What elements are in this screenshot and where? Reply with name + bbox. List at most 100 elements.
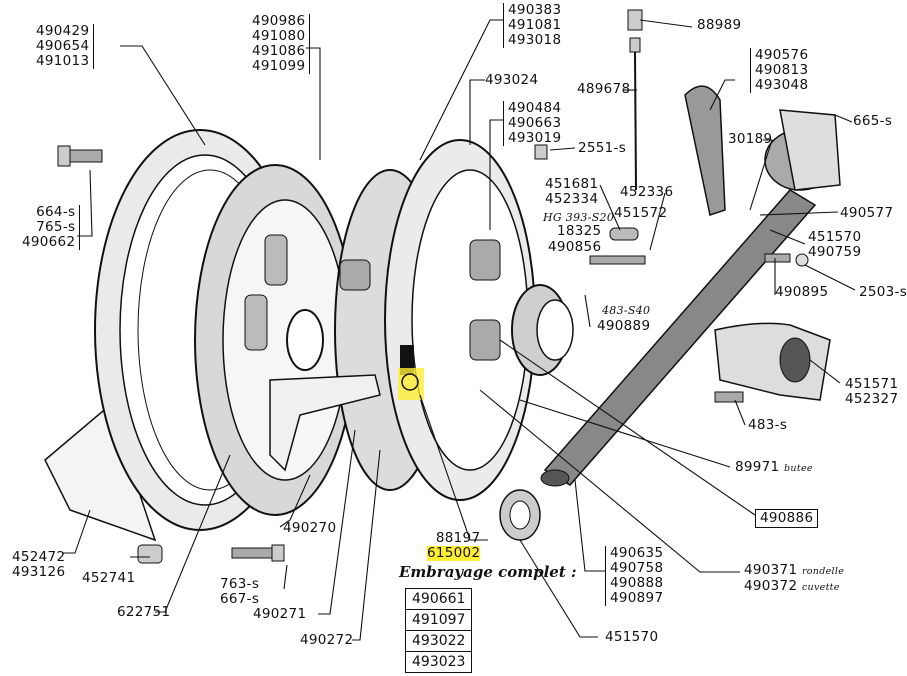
part-number: 491013 bbox=[36, 53, 90, 69]
part-number: 491080 bbox=[252, 28, 306, 44]
part-number: 452472 bbox=[12, 549, 66, 565]
part-number-490856: 490856 bbox=[548, 239, 602, 255]
part-note: butee bbox=[784, 463, 813, 474]
part-number-2551-s: 2551-s bbox=[578, 140, 627, 156]
part-number-490272: 490272 bbox=[300, 632, 354, 648]
part-row: 490371 rondelle bbox=[744, 563, 844, 579]
part-number-88989: 88989 bbox=[697, 17, 742, 33]
part-number-89971: 89971 butee bbox=[735, 460, 813, 476]
callout-flywheel-cover: 490429 490654 491013 bbox=[36, 23, 95, 69]
part-number: 451570 bbox=[808, 229, 862, 245]
part-number-490577: 490577 bbox=[840, 205, 894, 221]
part-number-490270: 490270 bbox=[283, 520, 337, 536]
part-number-451570-bush: 451570 bbox=[605, 629, 659, 645]
part-number: 490576 bbox=[755, 47, 809, 63]
release-bearing-drawing bbox=[511, 284, 574, 376]
part-number: 490662 bbox=[22, 234, 76, 250]
callout-spring-451681: 451681 452334 bbox=[545, 177, 598, 207]
part-row: 490372 cuvette bbox=[744, 579, 844, 595]
part-number-30189: 30189 bbox=[728, 131, 773, 147]
release-lever bbox=[269, 374, 381, 472]
table-cell: 491097 bbox=[404, 609, 473, 631]
table-row: 491097 bbox=[404, 609, 473, 631]
part-number: 490383 bbox=[508, 2, 562, 18]
table-row: 490661 bbox=[404, 588, 473, 610]
callout-housing: 451571 452327 bbox=[845, 377, 898, 407]
callout-shaft-parts: 490635 490758 490888 490897 bbox=[605, 546, 663, 606]
part-number: 490758 bbox=[610, 560, 664, 576]
callout-plate-452472: 452472 493126 bbox=[12, 550, 65, 580]
part-number: 490986 bbox=[252, 13, 306, 29]
part-ref: 89971 bbox=[735, 459, 780, 475]
clutch-disc-drawing bbox=[194, 164, 356, 516]
part-number-highlighted: 615002 bbox=[427, 545, 481, 561]
part-number-490886-boxed: 490886 bbox=[755, 509, 819, 528]
shaft-drawing bbox=[540, 109, 841, 487]
complete-assembly-title: Embrayage complet : bbox=[399, 563, 577, 581]
part-number: 88197 bbox=[435, 530, 481, 546]
leader-lines bbox=[62, 19, 856, 641]
fork-lever-drawing bbox=[684, 85, 726, 216]
table-cell: 490661 bbox=[404, 588, 473, 610]
part-number-452336: 452336 bbox=[620, 184, 674, 200]
part-number: 763-s bbox=[220, 576, 260, 592]
part-number-490895: 490895 bbox=[775, 284, 829, 300]
part-number: 490654 bbox=[36, 38, 90, 54]
part-number-18325: 18325 bbox=[557, 223, 602, 239]
part-number-452741: 452741 bbox=[82, 570, 136, 586]
part-number: 491086 bbox=[252, 43, 306, 59]
part-number: 667-s bbox=[220, 591, 260, 607]
part-number: 452327 bbox=[845, 391, 899, 407]
part-number: 451571 bbox=[845, 376, 899, 392]
table-row: 493022 bbox=[404, 630, 473, 652]
table-cell: 493023 bbox=[404, 651, 473, 673]
callout-flywheel-bolts: 664-s 765-s 490662 bbox=[22, 204, 81, 250]
part-number-2503-s: 2503-s bbox=[859, 284, 907, 300]
part-number: 490813 bbox=[755, 62, 809, 78]
part-number: 493126 bbox=[12, 564, 66, 580]
part-number-493024: 493024 bbox=[485, 72, 539, 88]
callout-pressure-plate: 490383 491081 493018 bbox=[503, 3, 561, 48]
part-number-hg-393-s20: HG 393-S20 bbox=[543, 211, 615, 224]
part-number: 491099 bbox=[252, 58, 306, 74]
pressure-plate-drawing bbox=[334, 139, 536, 501]
part-number: 493018 bbox=[508, 32, 562, 48]
complete-assembly-table: 490661 491097 493022 493023 bbox=[404, 588, 473, 673]
callout-plug-highlighted: 88197 615002 bbox=[427, 530, 481, 561]
callout-clutch-disc: 490986 491080 491086 491099 bbox=[252, 13, 311, 74]
callout-springs: 490484 490663 493019 bbox=[503, 101, 561, 146]
part-number: 490484 bbox=[508, 100, 562, 116]
part-number: 490429 bbox=[36, 23, 90, 39]
part-number: 490897 bbox=[610, 590, 664, 606]
part-number: 452334 bbox=[545, 191, 599, 207]
part-number-490271: 490271 bbox=[253, 606, 307, 622]
part-number: 493048 bbox=[755, 77, 809, 93]
part-ref: 490372 bbox=[744, 578, 798, 594]
part-number: 493019 bbox=[508, 130, 562, 146]
part-number-622751: 622751 bbox=[117, 604, 171, 620]
table-row: 493023 bbox=[404, 651, 473, 673]
part-number-451572: 451572 bbox=[614, 205, 668, 221]
part-note: cuvette bbox=[801, 582, 840, 593]
callout-bolt-763: 763-s 667-s bbox=[220, 577, 259, 607]
callout-fork-lever: 490576 490813 493048 bbox=[750, 48, 808, 93]
housing-drawing bbox=[714, 322, 831, 401]
part-number-483-s: 483-s bbox=[748, 417, 788, 433]
part-number: 664-s bbox=[36, 204, 76, 220]
part-number-490889: 490889 bbox=[597, 318, 651, 334]
table-cell: 493022 bbox=[404, 630, 473, 652]
part-number-489678: 489678 bbox=[577, 81, 631, 97]
part-number-665-s: 665-s bbox=[853, 113, 893, 129]
part-number: 765-s bbox=[36, 219, 76, 235]
callout-ring-451570: 451570 490759 bbox=[808, 230, 861, 260]
part-ref: 490371 bbox=[744, 562, 798, 578]
part-number: 490663 bbox=[508, 115, 562, 131]
base-plate bbox=[44, 403, 157, 542]
cable-drawing bbox=[627, 9, 643, 191]
part-number: 491081 bbox=[508, 17, 562, 33]
part-number: 490888 bbox=[610, 575, 664, 591]
callout-washer-cup: 490371 rondelle 490372 cuvette bbox=[744, 563, 844, 595]
part-note: rondelle bbox=[801, 566, 845, 577]
part-number: 490759 bbox=[808, 244, 862, 260]
